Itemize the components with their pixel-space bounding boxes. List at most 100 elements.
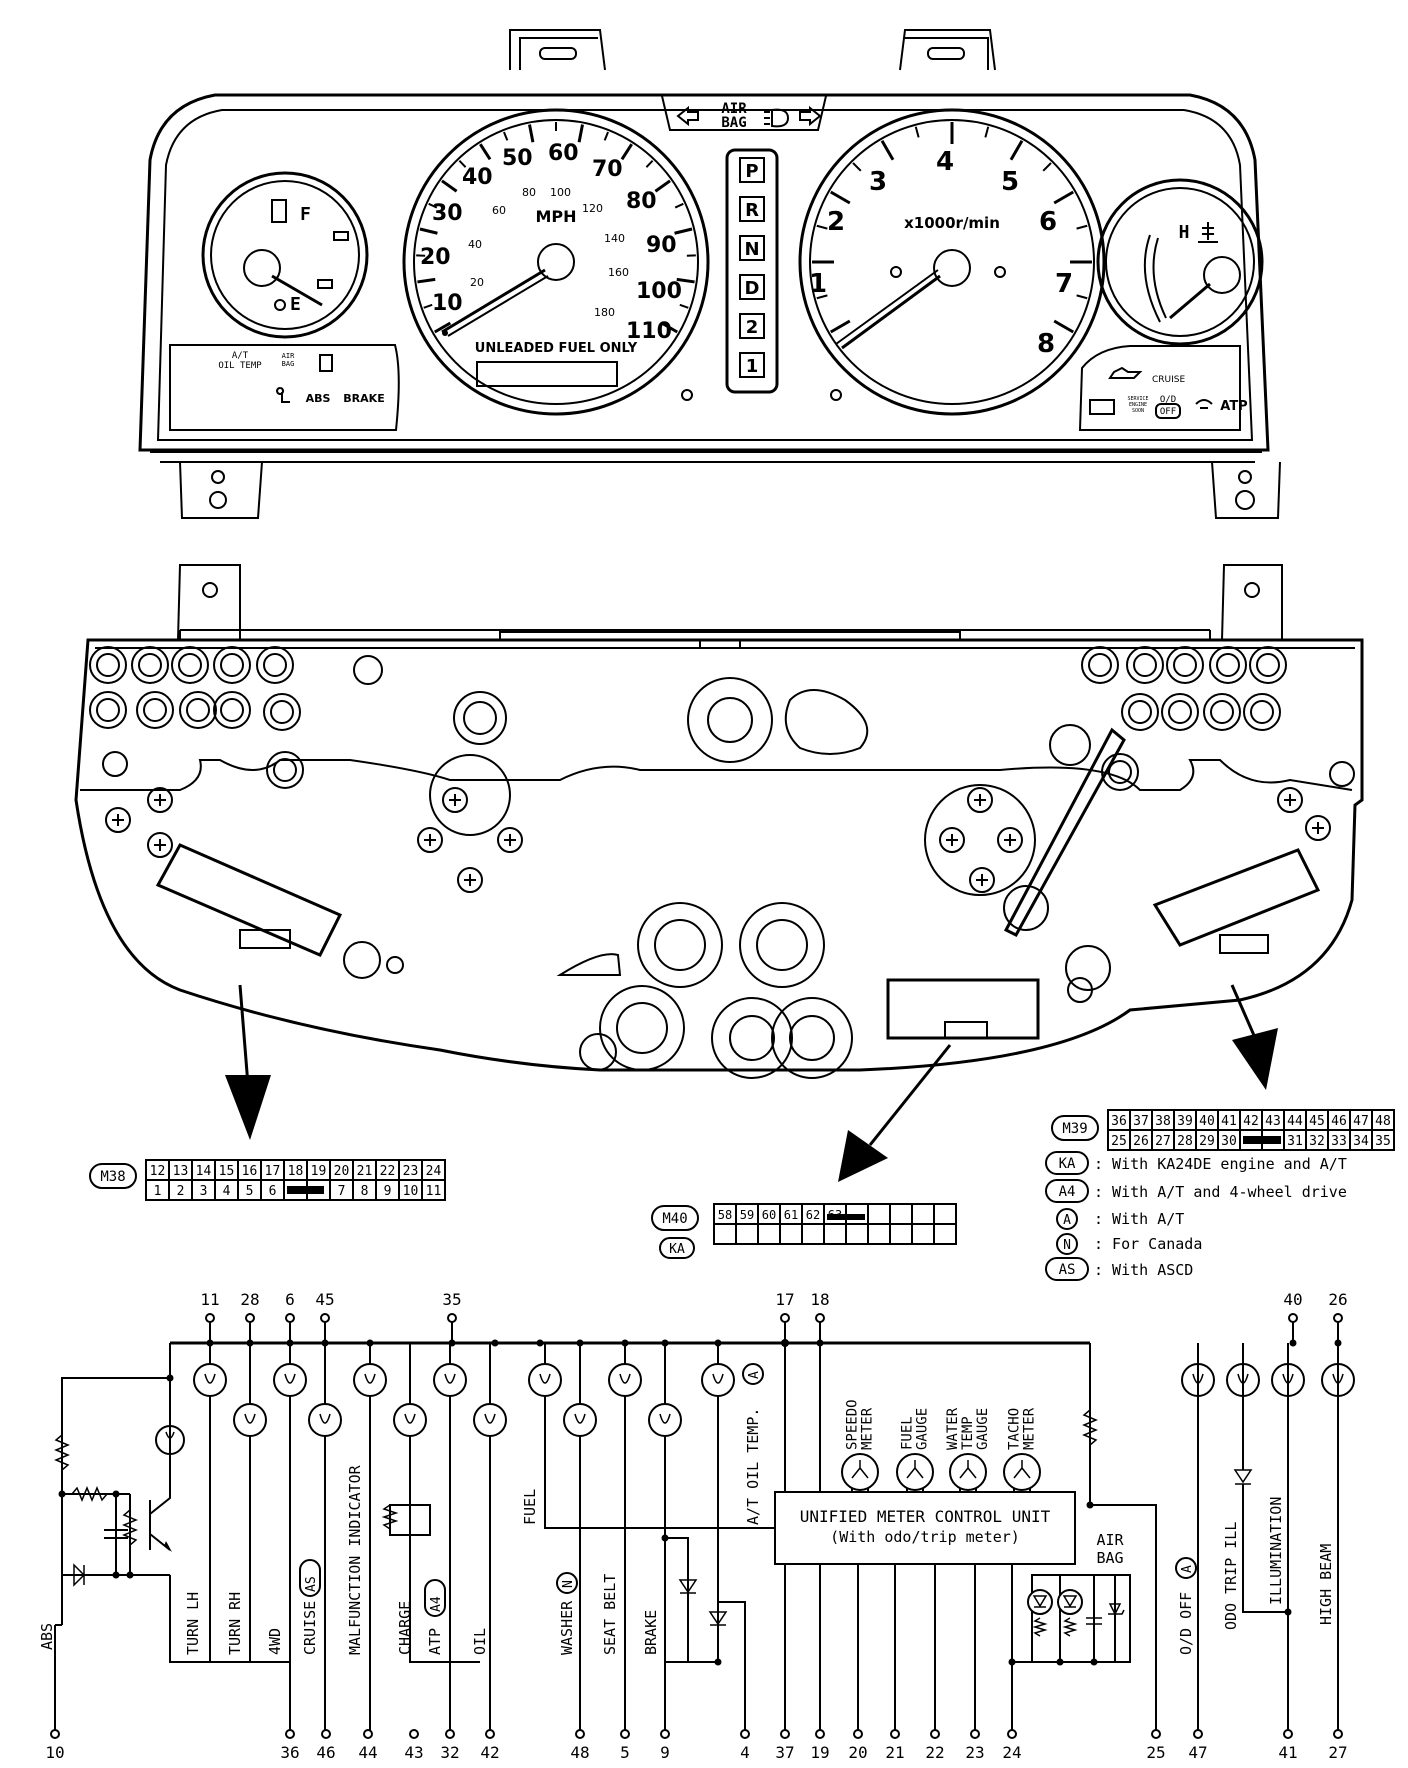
- connector-pin: 12: [150, 1164, 166, 1179]
- od-off-lamp: OFF: [1160, 407, 1176, 417]
- airbag-indicator-label: AIR: [721, 101, 747, 117]
- washer-lamp-icon: [1195, 399, 1213, 409]
- bulb-socket-inner: [96, 698, 120, 722]
- gauge-tick: [620, 143, 633, 161]
- speedo-kmh-label: 160: [608, 266, 629, 279]
- turn-rh-label: TURN RH: [226, 1592, 244, 1655]
- screw-icon: [497, 827, 523, 853]
- bulb-socket: [256, 646, 294, 684]
- legend: KA : With KA24DE engine and A/T A4 : Wit…: [1045, 1151, 1347, 1281]
- connector-pin: 28: [1177, 1134, 1193, 1149]
- speedo-mph-label: 10: [432, 291, 463, 316]
- pin-terminal: [320, 1313, 330, 1323]
- connector-key: [287, 1186, 324, 1194]
- bulb-filament: [244, 1413, 256, 1424]
- screw-cross: [974, 794, 986, 806]
- connector-cavity: [1371, 1129, 1395, 1151]
- gauge-tick: [816, 294, 828, 300]
- connector-pin: 38: [1155, 1114, 1171, 1129]
- speedo-mph-label: 60: [548, 141, 579, 166]
- connector-cavity: [889, 1223, 913, 1245]
- tacho-label: 5: [1001, 167, 1019, 197]
- speedo-kmh-label: 40: [468, 238, 482, 251]
- legend-text: : With A/T: [1094, 1210, 1184, 1228]
- pin-terminal: [890, 1729, 900, 1739]
- connector-cavity: [845, 1223, 869, 1245]
- pin-terminal: [445, 1729, 455, 1739]
- bulb-socket: [1161, 693, 1199, 731]
- pin-number: 35: [442, 1290, 461, 1309]
- bulb-icon: [608, 1363, 642, 1397]
- bulb-filament: [204, 1373, 216, 1384]
- gauge-tick: [528, 124, 535, 143]
- meter-needle: [1013, 1460, 1031, 1479]
- gauge-tick: [660, 321, 678, 334]
- bulb-filament: [659, 1413, 671, 1424]
- bulb-socket: [1243, 693, 1281, 731]
- screw-cross: [154, 794, 166, 806]
- illumination-label: ILLUMINATION: [1267, 1497, 1285, 1605]
- fuel-lamp-icon: [319, 354, 333, 372]
- gear-letter: 1: [746, 356, 759, 377]
- meter-label: FUEL: [900, 1416, 916, 1450]
- gauge-tick: [603, 131, 609, 141]
- legend-text: : With ASCD: [1094, 1261, 1193, 1279]
- tacho-unit: x1000r/min: [904, 214, 1000, 232]
- pin-terminal: [1193, 1729, 1203, 1739]
- gear-letter: R: [745, 200, 759, 221]
- connector-pin: 13: [173, 1164, 189, 1179]
- pin-number: 23: [965, 1743, 984, 1762]
- meter-label: TACHO: [1007, 1408, 1023, 1450]
- speedo-mph-label: 50: [502, 146, 533, 171]
- bulb-socket: [89, 691, 127, 729]
- meter-label: GAUGE: [975, 1408, 991, 1450]
- bulb-socket-inner: [263, 653, 287, 677]
- bulb-filament: [619, 1373, 631, 1384]
- tacho-label: 6: [1039, 207, 1057, 237]
- bulb-socket: [89, 646, 127, 684]
- connector-pin: 18: [288, 1164, 304, 1179]
- connector-cavity: [911, 1203, 935, 1225]
- pin-number: 6: [285, 1290, 295, 1309]
- bulb-socket: [1203, 693, 1241, 731]
- bulb-filament: [364, 1373, 376, 1384]
- abs-lamp: ABS: [306, 392, 331, 405]
- gauge-tick: [1053, 319, 1074, 334]
- gauge-tick: [458, 159, 467, 168]
- abs-wire-label: ABS: [38, 1623, 56, 1650]
- bulb-socket: [171, 646, 209, 684]
- bulb-icon: [393, 1403, 427, 1437]
- pin-terminal: [485, 1729, 495, 1739]
- bulb-socket-inner: [220, 698, 244, 722]
- bulb-socket-inner: [1088, 653, 1112, 677]
- pin-terminal: [447, 1313, 457, 1323]
- atp-tag: A4: [429, 1596, 444, 1612]
- connector-pin: 25: [1111, 1134, 1127, 1149]
- charge-label: CHARGE: [396, 1601, 414, 1655]
- bulb-socket-inner: [143, 698, 167, 722]
- cruise-lamp: CRUISE: [1152, 375, 1185, 385]
- pin-number: 19: [810, 1743, 829, 1762]
- meter-label: SPEEDO: [845, 1399, 861, 1450]
- pin-number: 28: [240, 1290, 259, 1309]
- screw-cross: [946, 834, 958, 846]
- bulb-socket-inner: [1168, 700, 1192, 724]
- meter-needle: [906, 1460, 924, 1479]
- connector-pin: 8: [361, 1184, 369, 1199]
- pin-number: 11: [200, 1290, 219, 1309]
- gauge-tick: [880, 140, 895, 161]
- connector-pin: 7: [338, 1184, 346, 1199]
- pin-number: 20: [848, 1743, 867, 1762]
- wiring-schematic: 11 28 6 45 35 17 18 40 26: [38, 1290, 1355, 1762]
- airbag-indicator-label: BAG: [721, 115, 746, 131]
- bulb-filament: [484, 1413, 496, 1424]
- pin-number: 43: [404, 1743, 423, 1762]
- gear-position-indicator: P R N D 2 1: [681, 148, 842, 401]
- gauge-tick: [676, 277, 695, 284]
- washer-label: WASHER: [558, 1600, 576, 1655]
- connector-cavity: [867, 1223, 891, 1245]
- screw-cross: [976, 874, 988, 886]
- legend-text: : For Canada: [1094, 1235, 1202, 1253]
- pin-number: 4: [740, 1743, 750, 1762]
